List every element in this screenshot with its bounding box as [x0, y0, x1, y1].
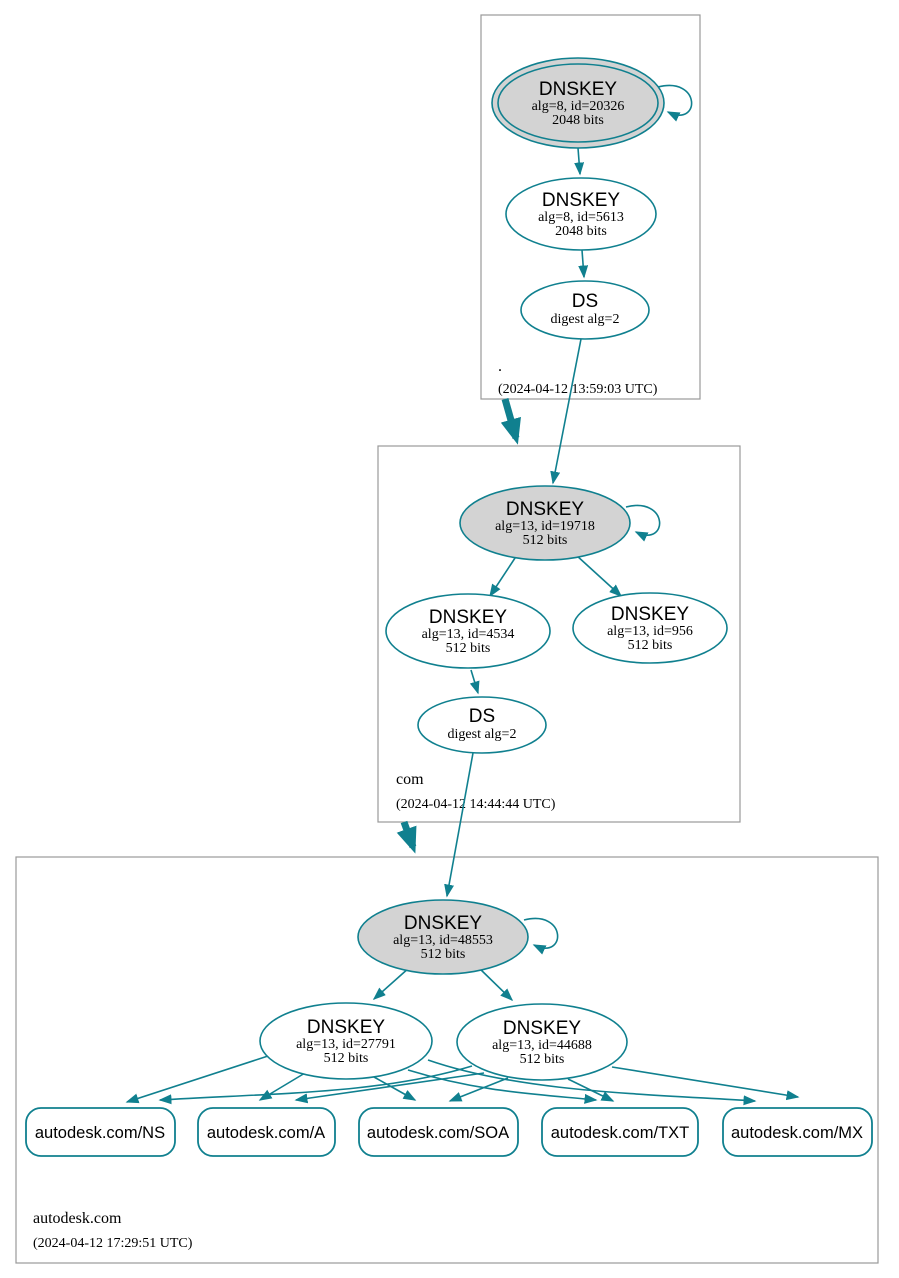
- zone-box-autodesk: [15, 856, 879, 1264]
- com-ds-node: DS digest alg=2: [417, 696, 547, 754]
- zone-timestamp-autodesk: (2024-04-12 17:29:51 UTC): [33, 1236, 193, 1251]
- rrset-soa-label: autodesk.com/SOA: [367, 1124, 509, 1142]
- root-ds-detail: digest alg=2: [551, 312, 620, 327]
- com-zsk1-detail: alg=13, id=4534: [422, 627, 515, 642]
- edge-zsk2-to-txt: [567, 1078, 615, 1102]
- autodesk-zsk1-node: DNSKEY alg=13, id=27791 512 bits: [259, 1002, 433, 1080]
- edge-zsk1-to-txt: [407, 1069, 598, 1104]
- autodesk-zsk2-bits: 512 bits: [520, 1052, 565, 1067]
- root-ksk-detail: alg=8, id=20326: [532, 99, 625, 114]
- com-zsk2-bits: 512 bits: [628, 638, 673, 653]
- edge-root-ksk-self-sign-icon: [657, 84, 693, 122]
- root-ksk-bits: 2048 bits: [552, 113, 604, 128]
- edge-zsk2-to-soa: [448, 1077, 509, 1102]
- rrset-ns-label: autodesk.com/NS: [35, 1124, 165, 1142]
- edge-com-ds-to-autodesk-ksk: [444, 752, 474, 898]
- root-ksk-title: DNSKEY: [539, 79, 617, 100]
- edge-root-zsk-to-ds: [578, 249, 589, 279]
- edge-zsk1-to-a: [258, 1072, 306, 1101]
- edge-zsk1-to-soa: [373, 1076, 417, 1101]
- edge-com-ksk-to-zsk2: [575, 554, 623, 598]
- zone-box-root: [480, 14, 701, 400]
- autodesk-zsk2-title: DNSKEY: [503, 1018, 581, 1039]
- edge-zone-root-to-com: [500, 398, 521, 445]
- com-ksk-bits: 512 bits: [523, 533, 568, 548]
- edge-root-ds-to-com-ksk: [550, 338, 582, 485]
- autodesk-ksk-detail: alg=13, id=48553: [393, 933, 493, 948]
- zone-label-com: com: [396, 771, 424, 788]
- com-zsk1-node: DNSKEY alg=13, id=4534 512 bits: [385, 593, 551, 669]
- rrset-ns: autodesk.com/NS: [25, 1107, 176, 1157]
- rrset-mx-label: autodesk.com/MX: [731, 1124, 863, 1142]
- com-zsk2-detail: alg=13, id=956: [607, 624, 693, 639]
- edge-autodesk-ksk-to-zsk1: [372, 966, 411, 1000]
- com-zsk1-title: DNSKEY: [429, 607, 507, 628]
- root-ds-node: DS digest alg=2: [520, 280, 650, 340]
- zone-label-autodesk: autodesk.com: [33, 1210, 122, 1227]
- autodesk-zsk1-title: DNSKEY: [307, 1017, 385, 1038]
- autodesk-zsk1-bits: 512 bits: [324, 1051, 369, 1066]
- com-ds-title: DS: [469, 706, 495, 727]
- root-ds-title: DS: [572, 291, 598, 312]
- autodesk-ksk-bits: 512 bits: [421, 947, 466, 962]
- root-zsk-bits: 2048 bits: [555, 224, 607, 239]
- edge-zsk2-to-mx: [611, 1066, 800, 1101]
- com-zsk2-node: DNSKEY alg=13, id=956 512 bits: [572, 592, 728, 664]
- edge-zsk2-to-a: [294, 1072, 485, 1104]
- com-ksk-detail: alg=13, id=19718: [495, 519, 595, 534]
- com-zsk1-bits: 512 bits: [446, 641, 491, 656]
- rrset-txt: autodesk.com/TXT: [541, 1107, 699, 1157]
- edge-com-zsk1-to-ds: [469, 669, 480, 695]
- root-zsk-node: DNSKEY alg=8, id=5613 2048 bits: [505, 177, 657, 251]
- zone-timestamp-com: (2024-04-12 14:44:44 UTC): [396, 797, 556, 812]
- edge-zsk2-to-ns: [158, 1065, 473, 1105]
- root-zsk-title: DNSKEY: [542, 190, 620, 211]
- com-ksk-title: DNSKEY: [506, 499, 584, 520]
- com-zsk2-title: DNSKEY: [611, 604, 689, 625]
- edge-com-ksk-self-sign-icon: [625, 504, 661, 542]
- root-ksk-node: DNSKEY alg=8, id=20326 2048 bits: [491, 57, 665, 149]
- autodesk-ksk-title: DNSKEY: [404, 913, 482, 934]
- zone-timestamp-root: (2024-04-12 13:59:03 UTC): [498, 382, 658, 397]
- com-ksk-node: DNSKEY alg=13, id=19718 512 bits: [459, 485, 631, 561]
- autodesk-zsk1-detail: alg=13, id=27791: [296, 1037, 396, 1052]
- edge-com-ksk-to-zsk1: [489, 554, 518, 598]
- root-zsk-detail: alg=8, id=5613: [538, 210, 624, 225]
- autodesk-zsk2-detail: alg=13, id=44688: [492, 1038, 592, 1053]
- rrset-mx: autodesk.com/MX: [722, 1107, 873, 1157]
- rrset-soa: autodesk.com/SOA: [358, 1107, 519, 1157]
- rrset-txt-label: autodesk.com/TXT: [551, 1124, 689, 1142]
- rrset-a: autodesk.com/A: [197, 1107, 336, 1157]
- edge-root-ksk-to-zsk: [574, 147, 585, 176]
- edge-zsk1-to-ns: [125, 1055, 269, 1104]
- com-ds-detail: digest alg=2: [448, 727, 517, 742]
- autodesk-zsk2-node: DNSKEY alg=13, id=44688 512 bits: [456, 1003, 628, 1081]
- zone-box-com: [377, 445, 741, 823]
- edge-zsk1-to-mx: [427, 1059, 757, 1106]
- rrset-a-label: autodesk.com/A: [207, 1124, 325, 1142]
- edge-autodesk-ksk-to-zsk2: [477, 966, 514, 1002]
- zone-label-root: .: [498, 358, 502, 375]
- edge-autodesk-ksk-self-sign-icon: [523, 917, 559, 955]
- edge-zone-com-to-autodesk: [396, 820, 417, 854]
- autodesk-ksk-node: DNSKEY alg=13, id=48553 512 bits: [357, 899, 529, 975]
